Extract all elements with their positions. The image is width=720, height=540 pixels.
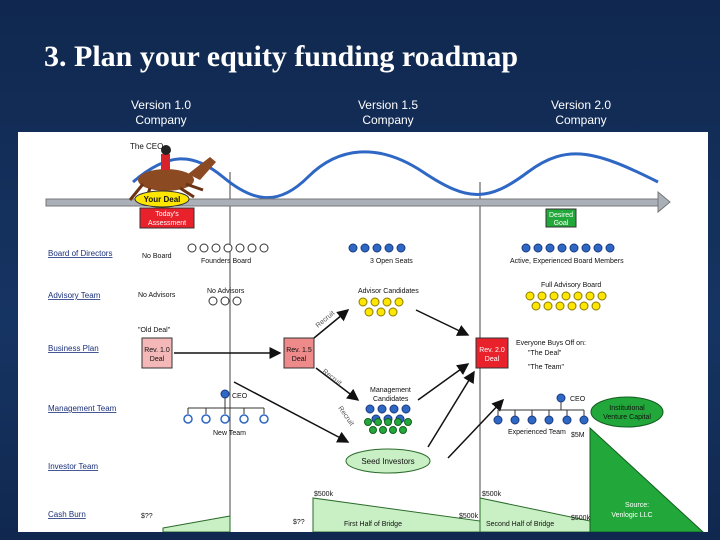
ceo-wave-path — [132, 150, 659, 200]
second-half-bridge: Second Half of Bridge — [486, 521, 554, 528]
source-line1: Source: — [625, 502, 649, 509]
mgmt-ceo-label: CEO — [232, 393, 248, 400]
founders-board-label: Founders Board — [201, 258, 251, 265]
version-line2: Company — [555, 113, 607, 127]
institutional-line2: Venture Capital — [603, 414, 651, 421]
todays-assessment-line1: Today's — [155, 211, 179, 218]
row-label-investor: Investor Team — [48, 462, 98, 471]
row-label-management: Management Team — [48, 404, 117, 413]
mgmt-ceo2-label: CEO — [570, 396, 586, 403]
institutional-vc-ellipse — [590, 396, 664, 428]
no-advisors-label-2: No Advisors — [207, 288, 245, 295]
cash-q1: $?? — [141, 513, 153, 520]
desired-goal-line1: Desired — [549, 212, 573, 219]
version-line1: Version 1.5 — [357, 98, 419, 112]
mgmt-candidates-line1: Management — [370, 387, 411, 394]
founders-board-circles — [187, 243, 269, 253]
recruit-arrow-down — [315, 367, 360, 401]
cash-500k-b: $500k — [459, 513, 479, 520]
advisor-candidate-circles — [358, 297, 404, 317]
your-deal-label: Your Deal — [144, 195, 181, 204]
recruit-label-up: Recruit — [315, 310, 337, 330]
version-2-0-label: Version 2.0 Company — [521, 98, 641, 128]
desired-goal-line2: Goal — [554, 220, 569, 227]
first-half-bridge: First Half of Bridge — [344, 521, 402, 528]
everyone-line2: "The Deal" — [528, 350, 562, 357]
rev-1-5-box — [283, 337, 315, 369]
rev-1-0-line1: Rev. 1.0 — [144, 347, 170, 354]
slide-title: 3. Plan your equity funding roadmap — [44, 40, 519, 73]
mgmt-ceo-node — [220, 389, 230, 399]
version-line2: Company — [362, 113, 414, 127]
burn-area-1 — [162, 515, 231, 533]
active-board-label: Active, Experienced Board Members — [510, 258, 624, 265]
new-team-tree — [187, 398, 265, 414]
version-1-0-label: Version 1.0 Company — [101, 98, 221, 128]
full-advisory-circles — [525, 291, 607, 311]
version-line1: Version 1.0 — [130, 98, 192, 112]
desired-goal-box — [545, 208, 577, 228]
seed-to-team-arrow — [447, 398, 505, 459]
version-line2: Company — [135, 113, 187, 127]
open-seats-circles — [348, 243, 406, 253]
seed-to-rev20-arrow — [427, 370, 475, 448]
roadmap-panel: The CEO Your Deal Today's Assessment Des… — [18, 132, 708, 533]
new-team-nodes — [183, 414, 269, 424]
everyone-line3: "The Team" — [528, 364, 564, 371]
to-rev20-arrow — [415, 309, 470, 336]
institutional-line1: Institutional — [609, 405, 645, 412]
todays-assessment-line2: Assessment — [148, 220, 186, 227]
row-label-advisory: Advisory Team — [48, 291, 101, 300]
recruit-label-down: Recruit — [321, 368, 343, 387]
rev-1-0-box — [141, 337, 173, 369]
row-label-cash-burn: Cash Burn — [48, 510, 86, 519]
no-board-label: No Board — [142, 253, 172, 260]
todays-assessment-box — [139, 207, 195, 229]
cash-500k-d: $500k — [571, 515, 591, 522]
cash-500k-a: $500k — [314, 491, 334, 498]
rev-2-0-line1: Rev. 2.0 — [479, 347, 505, 354]
cash-500k-c: $500k — [482, 491, 502, 498]
roadmap-diagram: The CEO Your Deal Today's Assessment Des… — [45, 142, 705, 533]
cash-q2: $?? — [293, 519, 305, 526]
rev-2-0-box — [475, 337, 509, 369]
seed-investors-ellipse — [345, 448, 431, 474]
experienced-team-nodes — [493, 415, 589, 425]
advisor-candidates-label: Advisor Candidates — [358, 288, 419, 295]
horse-rider-icon — [128, 145, 216, 201]
source-line2: Venlogic LLC — [611, 512, 652, 519]
mgmt-ceo2-node — [556, 393, 566, 403]
no-advisors-label: No Advisors — [138, 292, 176, 299]
your-deal-badge — [134, 190, 190, 208]
timeline-arrowhead — [657, 190, 671, 214]
five-million-label: $5M — [571, 432, 585, 439]
full-advisory-label: Full Advisory Board — [541, 282, 601, 289]
mgmt-candidates-line2: Candidates — [373, 396, 409, 403]
the-ceo-label: The CEO — [130, 142, 163, 151]
everyone-line1: Everyone Buys Off on: — [516, 340, 586, 347]
recruit-arrow-up — [313, 309, 350, 339]
rev-1-0-line2: Deal — [150, 356, 165, 363]
rev-1-5-line1: Rev. 1.5 — [286, 347, 312, 354]
version-line1: Version 2.0 — [550, 98, 612, 112]
open-seats-label: 3 Open Seats — [370, 258, 413, 265]
seed-investors-label: Seed Investors — [361, 457, 414, 466]
rev-2-0-line2: Deal — [485, 356, 500, 363]
experienced-team-tree — [497, 402, 585, 416]
experienced-team-label: Experienced Team — [508, 429, 566, 436]
new-team-label: New Team — [213, 430, 246, 437]
version-1-5-label: Version 1.5 Company — [328, 98, 448, 128]
old-deal-label: "Old Deal" — [138, 327, 171, 334]
seed-investor-circles — [364, 418, 412, 434]
recruit-arrow-mgmt — [233, 381, 350, 443]
recruit-label-mgmt: Recruit — [336, 405, 354, 427]
row-label-board: Board of Directors — [48, 249, 112, 258]
to-rev20-arrow-2 — [417, 363, 470, 401]
rev-1-5-line2: Deal — [292, 356, 307, 363]
row-label-business-plan: Business Plan — [48, 344, 99, 353]
no-advisor-circles — [208, 296, 242, 306]
active-board-circles — [521, 243, 615, 253]
